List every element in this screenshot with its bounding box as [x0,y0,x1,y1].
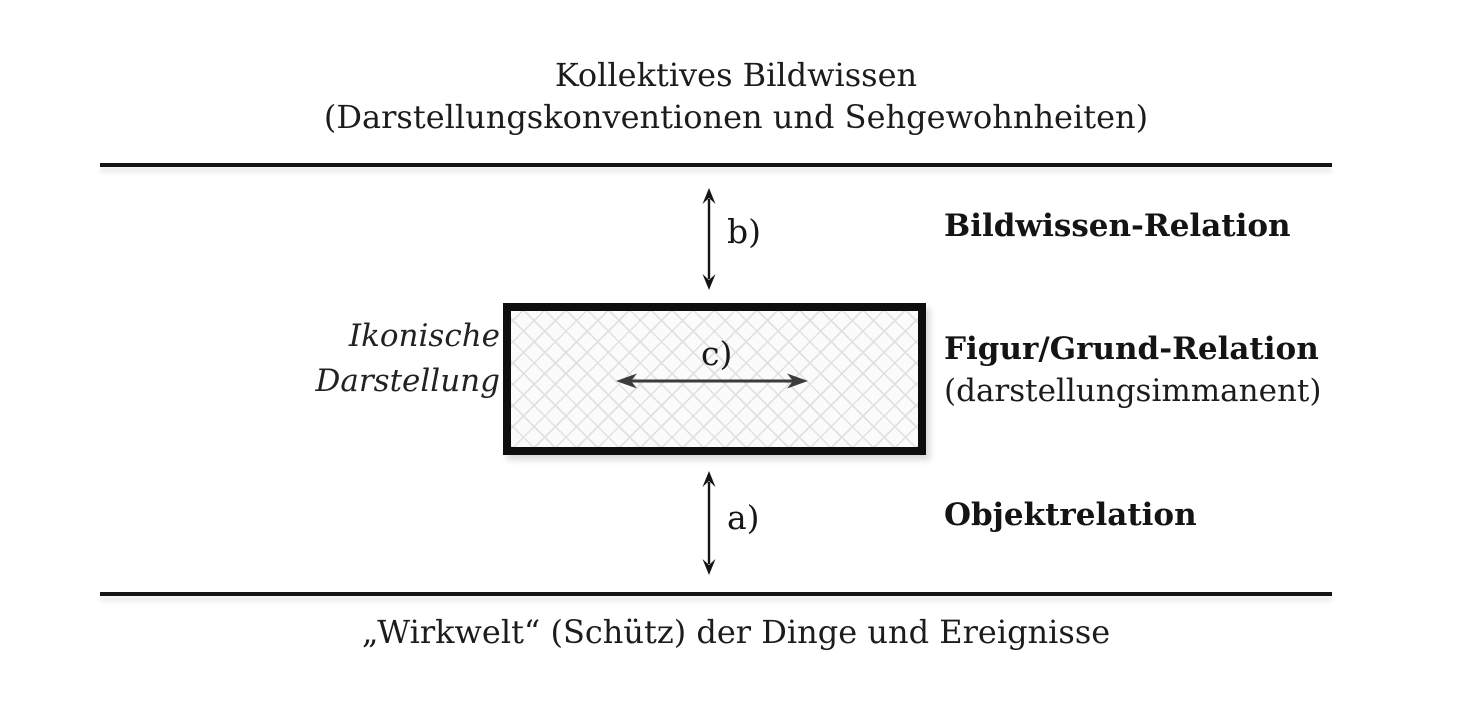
relation-c-marker: c) [701,334,733,373]
relation-b-title: Bildwissen-Relation [944,208,1291,244]
top-field-title: Kollektives Bildwissen [554,56,918,94]
bottom-field-caption: „Wirkwelt“ (Schütz) der Dinge und Ereign… [361,613,1111,651]
iconic-representation-line2: Darstellung [315,363,500,399]
upper-boundary-line [100,163,1332,167]
relation-b-marker: b) [727,212,761,251]
top-field-subtitle: (Darstellungskonventionen und Sehgewohnh… [323,98,1149,136]
relation-c-subtitle: (darstellungsimmanent) [944,373,1322,409]
iconic-representation-box [503,303,926,455]
horizontal-double-arrow-c-icon [616,373,808,389]
relation-a-title: Objektrelation [944,497,1197,533]
iconic-representation-line1: Ikonische [348,318,500,354]
iconic-representation-label: Ikonische Darstellung [300,314,500,404]
vertical-double-arrow-a-icon [702,471,716,575]
vertical-double-arrow-b-icon [702,188,716,290]
lower-boundary-line [100,592,1332,596]
relation-c-title: Figur/Grund-Relation [944,331,1319,367]
relation-a-marker: a) [727,498,760,537]
